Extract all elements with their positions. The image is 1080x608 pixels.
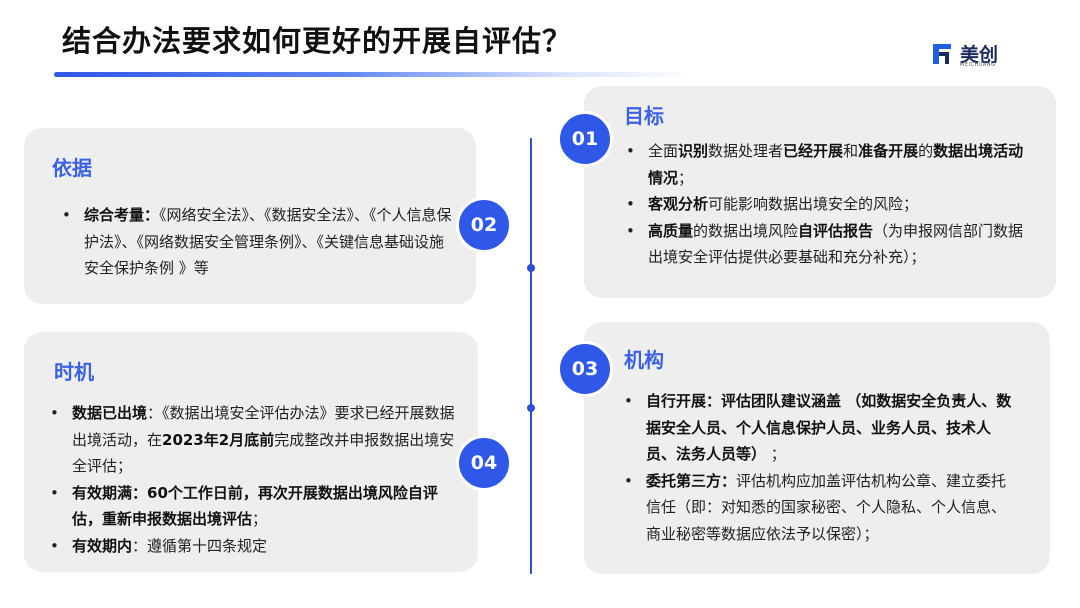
timeline-dot: [527, 404, 535, 412]
bullet-emphasis: 有效期满：60个工作日前，再次开展数据出境风险自评估，重新申报数据出境评估: [72, 483, 438, 529]
bullet-item: 客观分析可能影响数据出境安全的风险；: [622, 191, 1034, 218]
bullet-emphasis: 已经开展: [783, 142, 844, 160]
card-goal-heading: 目标: [624, 104, 664, 128]
bullet-text: ；: [252, 510, 268, 528]
bullet-emphasis: 自评估报告: [798, 221, 874, 240]
bullet-text: 可能影响数据出境安全的风险；: [708, 195, 919, 213]
bullet-emphasis: 客观分析: [648, 195, 709, 213]
bullet-text: 数据处理者: [708, 142, 784, 160]
bullet-text: 和: [843, 142, 859, 160]
bullet-item: 自行开展：评估团队建议涵盖 （如数据安全负责人、数据安全人员、个人信息保护人员、…: [620, 388, 1020, 468]
timeline-dot: [527, 264, 535, 272]
title-underline: [54, 72, 694, 77]
card-timing-heading: 时机: [54, 360, 94, 384]
badge-04: 04: [456, 435, 512, 491]
bullet-text: ：遵循第十四条规定: [132, 536, 268, 555]
logo-subtext: MEICHUANG: [960, 62, 996, 68]
bullet-emphasis: 数据出境活动情况: [648, 142, 1024, 187]
bullet-emphasis: 自行开展：评估团队建议涵盖 （如数据安全负责人、数据安全人员、个人信息保护人员、…: [646, 392, 1012, 463]
badge-02: 02: [456, 197, 512, 253]
bullet-emphasis: 综合考量：: [84, 206, 160, 224]
bullet-text: ；: [678, 168, 694, 187]
bullet-item: 高质量的数据出境风险自评估报告（为申报网信部门数据出境安全评估提供必要基础和充分…: [622, 218, 1034, 271]
bullet-text: ：《数据出境安全评估办法》要求已经开展数据出境活动，在: [72, 404, 455, 449]
card-goal-list: 全面识别数据处理者已经开展和准备开展的数据出境活动情况；客观分析可能影响数据出境…: [622, 138, 1034, 271]
bullet-item: 有效期满：60个工作日前，再次开展数据出境风险自评估，重新申报数据出境评估；: [46, 480, 460, 533]
bullet-emphasis: 委托第三方：: [646, 471, 737, 490]
bullet-text: 评估机构应加盖评估机构公章、建立委托信任（即：对知悉的国家秘密、个人隐私、个人信…: [646, 471, 1007, 543]
bullet-item: 委托第三方：评估机构应加盖评估机构公章、建立委托信任（即：对知悉的国家秘密、个人…: [620, 468, 1020, 548]
bullet-emphasis: 有效期内: [72, 536, 133, 555]
logo-text: 美创: [960, 44, 999, 66]
bullet-text: 完成整改并申报数据出境安全评估；: [72, 430, 455, 476]
bullet-text: （为申报网信部门数据出境安全评估提供必要基础和充分补充）；: [648, 221, 1024, 267]
card-timing: 时机 数据已出境：《数据出境安全评估办法》要求已经开展数据出境活动，在2023年…: [24, 332, 478, 572]
bullet-emphasis: 准备开展: [858, 142, 919, 160]
bullet-text: ；: [766, 445, 786, 463]
card-basis: 依据 综合考量：《网络安全法》、《数据安全法》、《个人信息保护法》、《网络数据安…: [24, 128, 476, 304]
bullet-item: 全面识别数据处理者已经开展和准备开展的数据出境活动情况；: [622, 138, 1034, 191]
card-basis-heading: 依据: [52, 156, 92, 180]
card-org-list: 自行开展：评估团队建议涵盖 （如数据安全负责人、数据安全人员、个人信息保护人员、…: [620, 388, 1020, 547]
bullet-item: 有效期内：遵循第十四条规定: [46, 533, 460, 560]
badge-01: 01: [557, 111, 613, 167]
bullet-text: 全面: [648, 142, 679, 160]
bullet-text: 的: [918, 142, 934, 160]
card-org-heading: 机构: [624, 348, 664, 372]
card-goal: 目标 全面识别数据处理者已经开展和准备开展的数据出境活动情况；客观分析可能影响数…: [584, 86, 1056, 298]
card-org: 机构 自行开展：评估团队建议涵盖 （如数据安全负责人、数据安全人员、个人信息保护…: [584, 322, 1050, 574]
bullet-text: 《网络安全法》、《数据安全法》、《个人信息保护法》、《网络数据安全管理条例》、《…: [84, 206, 452, 277]
card-timing-list: 数据已出境：《数据出境安全评估办法》要求已经开展数据出境活动，在2023年2月底…: [46, 400, 460, 559]
bullet-emphasis: 高质量: [648, 221, 694, 240]
bullet-emphasis: 数据已出境: [72, 404, 148, 422]
bullet-text: 的数据出境风险: [693, 221, 799, 240]
bullet-item: 综合考量：《网络安全法》、《数据安全法》、《个人信息保护法》、《网络数据安全管理…: [58, 202, 454, 282]
meichuang-logo-icon: [933, 44, 951, 64]
bullet-emphasis: 识别: [678, 142, 709, 160]
badge-03: 03: [557, 341, 613, 397]
page-title: 结合办法要求如何更好的开展自评估？: [62, 24, 573, 58]
timeline-line: [530, 138, 532, 574]
card-basis-list: 综合考量：《网络安全法》、《数据安全法》、《个人信息保护法》、《网络数据安全管理…: [58, 202, 454, 282]
bullet-emphasis: 2023年2月底前: [162, 430, 275, 449]
bullet-item: 数据已出境：《数据出境安全评估办法》要求已经开展数据出境活动，在2023年2月底…: [46, 400, 460, 480]
